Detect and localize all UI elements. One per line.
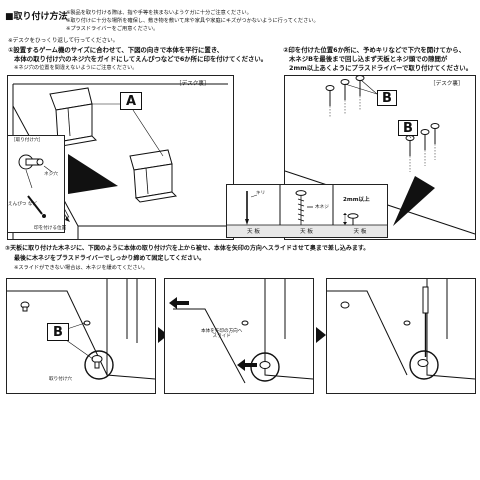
slide-body-drawing xyxy=(169,279,314,384)
install-steps-row: キリ 木ネジ 2mm以上 天 板 天 板 天 板 xyxy=(226,184,388,238)
install-sequence-drawing xyxy=(227,185,387,237)
caution-notes: ※製品を取り付ける際は、指や手等を挟まないようケガに十分ご注意ください。 ※取り… xyxy=(66,10,319,35)
part-a-label: A xyxy=(120,92,142,110)
step1-note: ※ネジ穴の位置を間違えないようにご注意ください。 xyxy=(14,65,138,71)
mark-position-label: 印を付ける位置 xyxy=(34,226,67,231)
part-b-label-2: B xyxy=(398,120,418,136)
mount-hole-label: 取り付け穴 xyxy=(49,377,72,382)
step1-heading: ①設置するゲーム機のサイズに合わせて、下図の向きで本体を平行に置き、 xyxy=(8,46,224,54)
step1-line2: 本体の取り付け穴のネジ穴をガイドにしてえんぴつなどで6か所に印を付けてください。 xyxy=(14,55,268,63)
step3-note: ※スライドができない場合は、木ネジを緩めてください。 xyxy=(14,265,148,271)
awl-label: キリ xyxy=(256,191,266,196)
step2-line3: 2mm以上あくようにプラスドライバーで取り付けてください。 xyxy=(289,64,473,72)
part-b-label-1: B xyxy=(377,90,397,106)
note-1: ※製品を取り付ける際は、指や手等を挟まないようケガに十分ご注意ください。 xyxy=(66,10,252,16)
gap-label: 2mm以上 xyxy=(343,197,370,203)
note-3: ※プラスドライバーをご用意ください。 xyxy=(66,26,159,32)
tabletop-label-2: 天 板 xyxy=(300,229,313,235)
inset-title: ［取り付け穴］ xyxy=(11,138,44,143)
wood-screw-label: 木ネジ xyxy=(315,205,329,210)
place-on-screws-drawing xyxy=(7,279,156,380)
desk-back-label: ［デスク裏］ xyxy=(176,81,210,87)
step3-line2: 最後に木ネジをプラスドライバーでしっかり締めて固定してください。 xyxy=(14,255,206,262)
step3-panel-3 xyxy=(326,278,476,394)
slide-instruction: 本体を矢印の方向へ スライド xyxy=(201,329,243,340)
tabletop-label-1: 天 板 xyxy=(247,229,260,235)
step3-panel-1: B 取り付け穴 xyxy=(6,278,156,394)
screw-hole-label: ネジ穴 xyxy=(44,172,58,177)
desk-back-label-2: ［デスク裏］ xyxy=(430,81,464,87)
note-2: ※取り付けに十分な場所を確保し、敷き物を敷いて床や家具や家庭にキズがつかないよう… xyxy=(66,18,319,24)
pencil-label: えんぴつ など xyxy=(8,202,38,207)
step3-heading: ③天板に取り付けた木ネジに、下図のように本体の取り付け穴を上から被せ、本体を矢印… xyxy=(5,245,370,252)
keyhole-drawing xyxy=(18,154,53,218)
mount-hole-inset: ［取り付け穴］ ネジ穴 xyxy=(7,135,65,233)
tighten-screws-drawing xyxy=(327,279,476,380)
page-title: ■取り付け方法 xyxy=(5,12,68,22)
prep-note: ※デスクをひっくり返して行ってください。 xyxy=(8,38,119,44)
desk-underside-drawing xyxy=(12,83,228,239)
step2-line2: 木ネジBを最後まで回し込まず天板とネジ頭での隙間が xyxy=(289,55,448,63)
next-arrow-icon-1 xyxy=(158,327,168,343)
tabletop-label-3: 天 板 xyxy=(353,229,367,235)
step2-heading: ②印を付けた位置6か所に、予めキリなどで下穴を開けてから、 xyxy=(283,46,466,54)
next-arrow-icon-2 xyxy=(316,327,326,343)
part-b-label-3: B xyxy=(47,323,69,341)
step3-panel-2: 本体を矢印の方向へ スライド xyxy=(164,278,314,394)
